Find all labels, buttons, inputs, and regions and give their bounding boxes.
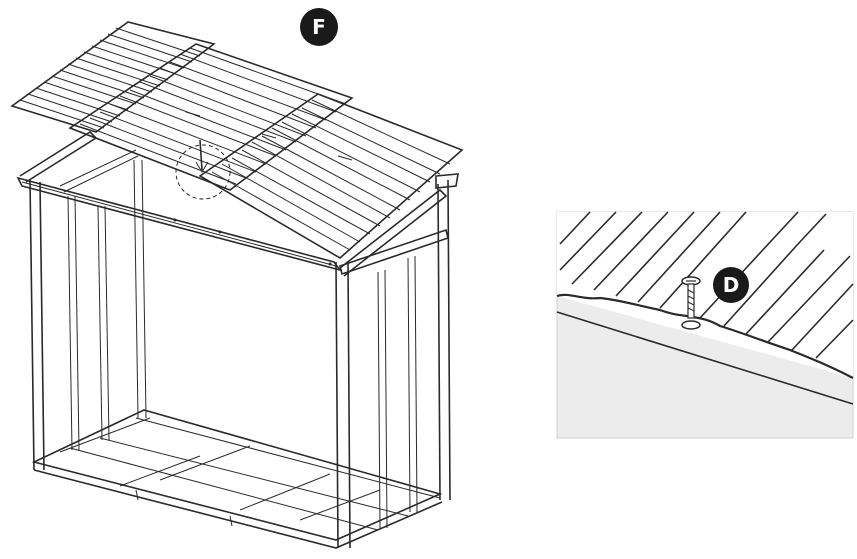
part-d-label: D bbox=[723, 273, 740, 297]
callout-screw-location bbox=[175, 139, 231, 200]
part-d-badge: D bbox=[713, 267, 749, 303]
right-side-rail bbox=[339, 173, 459, 277]
right-side-posts bbox=[377, 179, 451, 529]
roof-screw-marks bbox=[185, 111, 353, 161]
front-right-post bbox=[335, 261, 351, 549]
detail-view-panel: D bbox=[556, 211, 854, 439]
roof-corrugations-left bbox=[19, 27, 201, 129]
detail-corrugations bbox=[559, 211, 854, 359]
rail-rivets bbox=[173, 218, 332, 266]
roof-panels bbox=[10, 21, 464, 259]
part-f-badge: F bbox=[300, 8, 338, 46]
part-f-label: F bbox=[312, 15, 326, 39]
screw-with-washer-icon bbox=[681, 276, 701, 330]
rear-inner-posts bbox=[67, 159, 147, 451]
top-front-rail bbox=[16, 176, 343, 272]
base-frame bbox=[31, 409, 443, 549]
shed-frame bbox=[16, 130, 459, 549]
rear-left-post bbox=[29, 179, 45, 471]
detail-sheet-edge bbox=[556, 293, 854, 405]
left-gable bbox=[19, 130, 139, 193]
roof-corrugations-right bbox=[211, 99, 451, 251]
roof-corrugations-middle bbox=[79, 47, 347, 185]
